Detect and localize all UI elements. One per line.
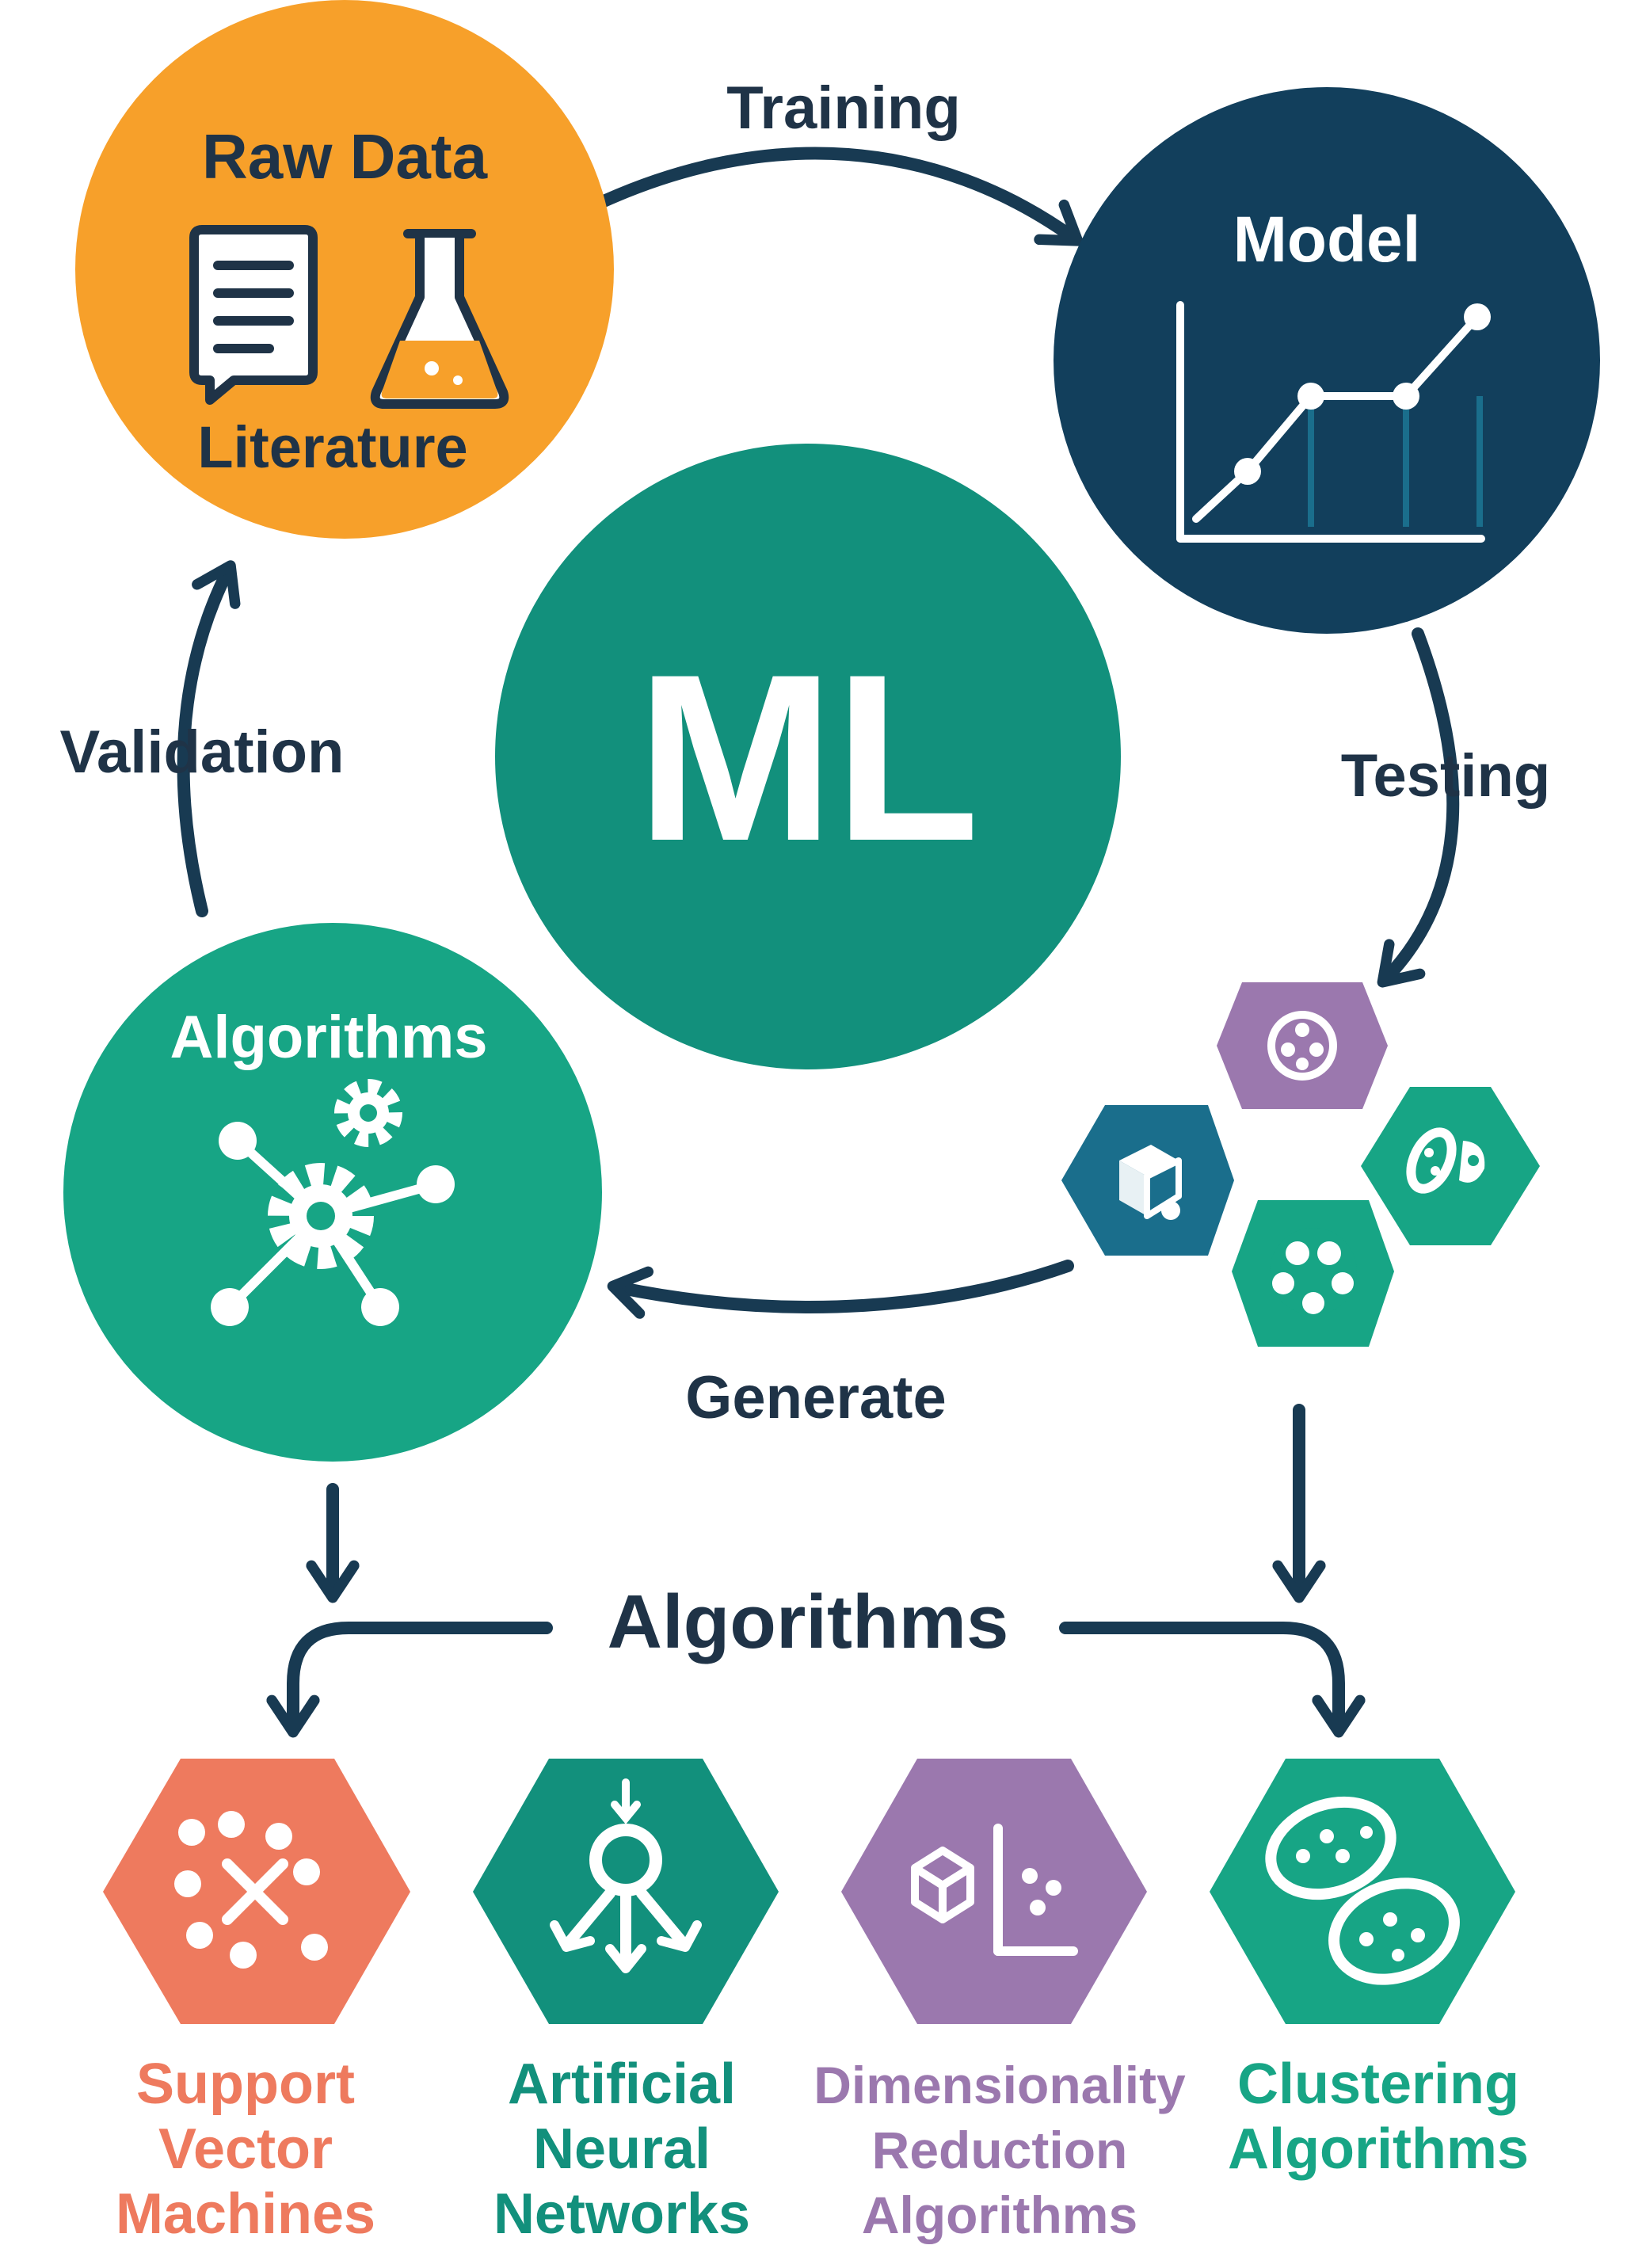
label-ann-line-1: Artificial — [508, 2053, 736, 2116]
testing-arrow — [1377, 627, 1460, 988]
training-label: Training — [726, 74, 961, 142]
testing-label: Testing — [1341, 742, 1551, 810]
ml-center-label: ML — [636, 624, 979, 890]
bracket-left-arrow — [266, 1622, 553, 1738]
validation-label: Validation — [60, 719, 345, 786]
label-clustering: Clustering Algorithms — [1228, 2053, 1529, 2181]
algorithm-type-ann — [473, 1759, 779, 2024]
label-svm-line-2: Vector — [158, 2117, 333, 2181]
label-dimred: Dimensionality Reduction Algorithms — [814, 2056, 1186, 2244]
raw-data-node: Raw Data Literature — [75, 0, 614, 539]
model-node: Model — [1054, 87, 1600, 634]
bracket-right-arrow — [1059, 1622, 1366, 1738]
algorithm-type-dimred — [841, 1759, 1147, 2024]
line-chart-icon — [1176, 301, 1491, 543]
cube-icon — [1119, 1145, 1182, 1220]
label-ann-line-3: Networks — [493, 2182, 750, 2246]
algorithm-type-svm — [103, 1759, 410, 2024]
ml-center-node: ML — [495, 444, 1121, 1069]
label-clustering-line-1: Clustering — [1237, 2053, 1519, 2116]
bacteria-icon — [1406, 1127, 1485, 1194]
algorithms-node-title: Algorithms — [170, 1004, 487, 1071]
label-dimred-line-3: Algorithms — [862, 2186, 1137, 2244]
hexagon-blue — [1061, 1105, 1234, 1256]
label-svm-line-3: Machines — [116, 2182, 375, 2246]
algorithms-node: Algorithms — [63, 923, 602, 1462]
model-title: Model — [1233, 204, 1421, 276]
dots-icon — [1270, 1228, 1357, 1315]
label-dimred-line-1: Dimensionality — [814, 2056, 1186, 2114]
label-clustering-line-2: Algorithms — [1228, 2117, 1529, 2181]
label-svm: Support Vector Machines — [116, 2053, 375, 2246]
generate-label: Generate — [685, 1364, 947, 1431]
data-hexagon-cluster — [1061, 982, 1540, 1347]
hexagon-green-bottom — [1232, 1200, 1394, 1347]
label-svm-line-1: Support — [136, 2053, 355, 2116]
svm-dots-icon — [174, 1811, 328, 1969]
label-ann: Artificial Neural Networks — [493, 2053, 750, 2246]
label-ann-line-2: Neural — [533, 2117, 711, 2181]
flask-icon — [370, 229, 509, 409]
label-dimred-line-2: Reduction — [872, 2121, 1128, 2179]
gear-network-icon — [211, 1079, 455, 1326]
validation-arrow — [177, 560, 241, 917]
cube-axes-icon — [911, 1824, 1078, 1956]
raw-data-subtitle: Literature — [197, 414, 467, 480]
dots-cell-icon — [1267, 1011, 1337, 1081]
document-icon — [189, 225, 318, 405]
algorithms-header: Algorithms — [608, 1580, 1009, 1664]
algorithm-type-clustering — [1210, 1759, 1515, 2024]
raw-data-title: Raw Data — [202, 121, 488, 192]
hexagon-purple — [1217, 982, 1388, 1109]
neuron-arrows-icon — [550, 1778, 702, 1973]
generate-arrow — [607, 1260, 1074, 1319]
hexagon-green-right — [1361, 1087, 1540, 1245]
training-arrow — [596, 147, 1084, 246]
cluster-ellipses-icon — [1265, 1796, 1460, 1985]
